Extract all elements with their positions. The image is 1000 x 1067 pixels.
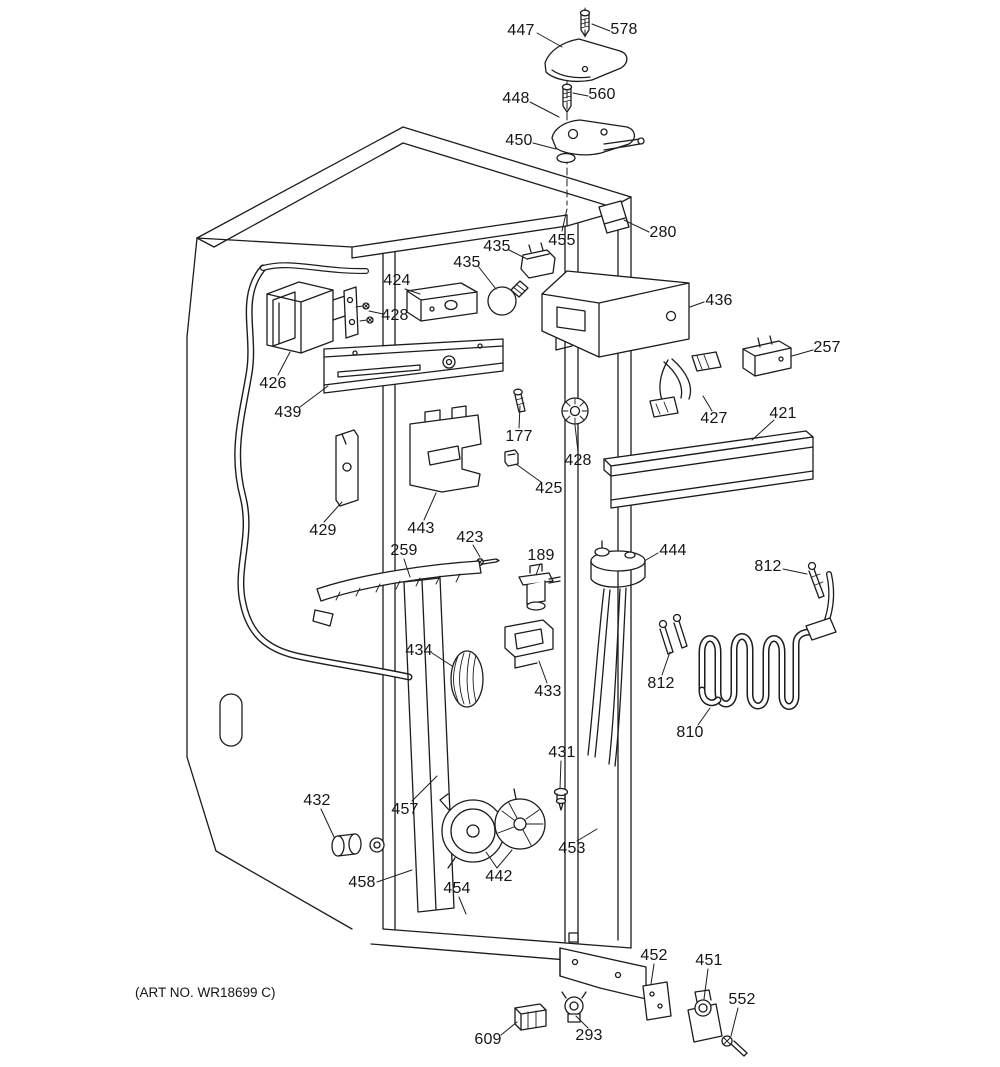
part-442-fan-assembly — [439, 788, 546, 869]
part-421-shelf-rail — [603, 430, 814, 509]
part-424-thermostat — [406, 282, 478, 322]
part-259-trim-sill — [312, 560, 482, 627]
part-552-screw — [721, 1035, 748, 1057]
part-424-mount-bracket — [343, 286, 359, 339]
part-280-filler-strip — [598, 200, 630, 234]
art-number-text: (ART NO. WR18699 C) — [135, 985, 276, 1000]
part-433-clamp-bracket — [504, 619, 554, 669]
part-257-relay — [742, 335, 792, 377]
part-457-frame-member — [403, 577, 455, 913]
part-435-switch — [520, 242, 556, 279]
part-428-fan-gear — [561, 397, 589, 425]
part-434-grommet — [450, 650, 484, 708]
wiring-conduit-tube — [234, 262, 413, 681]
cabinet-outline — [186, 126, 647, 1000]
part-427-wire-harness — [649, 351, 722, 418]
part-452-plate — [642, 981, 672, 1021]
part-432-roller — [331, 833, 385, 857]
part-450-top-hinge — [551, 119, 645, 164]
assembly-axis-lines — [566, 7, 586, 206]
part-578-screw — [579, 9, 591, 37]
part-428-bracket-screws — [355, 302, 374, 324]
part-560-screw — [561, 83, 573, 113]
part-426-control-housing — [266, 281, 346, 354]
part-189-valve-elbow — [518, 563, 561, 611]
part-609-connector — [514, 1003, 547, 1031]
part-429-bracket — [335, 429, 359, 507]
leader-lines — [277, 23, 814, 1037]
part-447-hinge-cap — [544, 38, 628, 83]
part-444-water-tank — [587, 540, 646, 767]
part-443-bracket-plate — [409, 405, 482, 493]
part-431-push-pin — [553, 787, 569, 811]
part-812-screws-lower — [658, 613, 688, 655]
part-439-support-rail — [323, 338, 504, 394]
part-810-defrost-heater — [698, 571, 837, 710]
part-812-screw-upper — [807, 561, 825, 599]
part-293-clamp — [561, 991, 587, 1023]
part-436-lamp-housing — [541, 270, 690, 358]
part-451-bottom-hinge — [687, 989, 723, 1043]
part-425-clip — [504, 449, 519, 467]
part-435-light-bulb — [487, 280, 529, 316]
